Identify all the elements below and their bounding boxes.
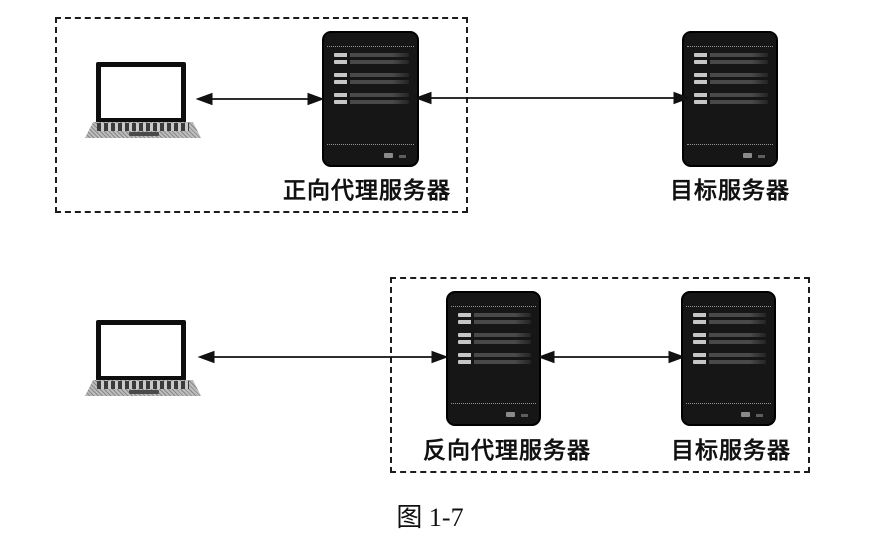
figure-caption: 图 1-7 [396, 503, 464, 532]
server-bottom-divider [451, 403, 536, 404]
reverse-proxy-boundary-box [390, 277, 810, 473]
laptop-screen [96, 320, 186, 381]
server-bottom-divider [327, 144, 414, 145]
laptop-screen [96, 62, 186, 123]
server-top-divider [687, 46, 773, 47]
forward-proxy-boundary-box [55, 17, 468, 213]
forward-proxy-server-icon [322, 31, 419, 167]
server-top-divider [327, 46, 414, 47]
laptop-touchpad [129, 390, 160, 394]
server-led-icon [506, 412, 515, 417]
laptop-keyboard [85, 122, 201, 138]
target-server-label-bottom: 目标服务器 [671, 437, 791, 463]
server-top-divider [451, 306, 536, 307]
target-server-icon-top [682, 31, 778, 167]
server-bottom-divider [686, 403, 771, 404]
laptop-icon [85, 60, 201, 138]
server-text-rows [334, 53, 409, 107]
reverse-proxy-server-icon [446, 291, 541, 426]
server-text-rows [694, 53, 768, 107]
laptop-keyboard [85, 380, 201, 396]
server-text-rows [458, 313, 531, 367]
laptop-icon [85, 318, 201, 396]
target-server-icon-bottom [681, 291, 776, 426]
server-led-icon [743, 153, 752, 158]
server-bottom-divider [687, 144, 773, 145]
laptop-touchpad [129, 132, 160, 136]
server-top-divider [686, 306, 771, 307]
laptop-keys [96, 381, 190, 389]
forward-proxy-server-label: 正向代理服务器 [283, 177, 451, 203]
target-server-label-top: 目标服务器 [670, 177, 790, 203]
reverse-proxy-server-label: 反向代理服务器 [423, 437, 591, 463]
server-led-icon [384, 153, 393, 158]
server-led-icon [741, 412, 750, 417]
server-text-rows [693, 313, 766, 367]
laptop-keys [96, 123, 190, 131]
